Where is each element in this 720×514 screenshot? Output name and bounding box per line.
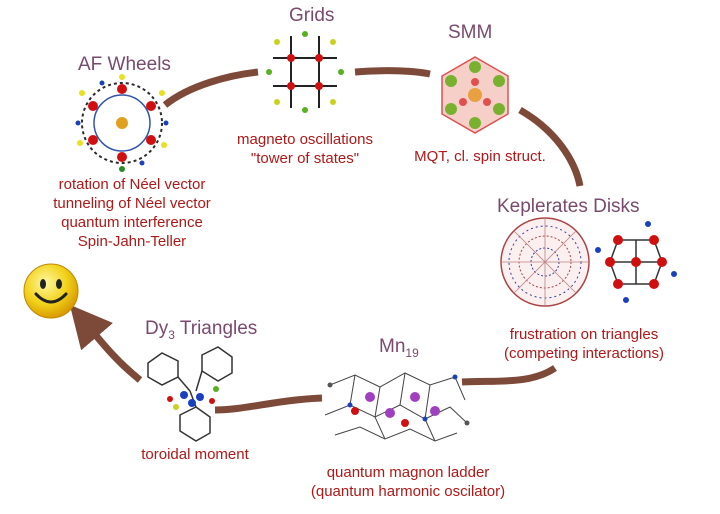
smm-description: MQT, cl. spin struct. (400, 147, 560, 166)
arc-kepl-mn19 (461, 365, 557, 386)
dy3-title-sub: 3 (168, 327, 175, 342)
af-wheels-line-4: Spin-Jahn-Teller (77, 233, 187, 250)
af-wheels-line-2: tunneling of Néel vector (53, 195, 211, 212)
smm-title: SMM (448, 22, 493, 43)
af-wheels-line-1: rotation of Néel vector (58, 176, 206, 193)
dy3-title-base: Dy (145, 318, 169, 339)
smiley-face-icon (22, 262, 80, 320)
disk-molecule-image (595, 221, 677, 303)
af-wheels-line-3: quantum interference (61, 214, 203, 231)
keplerates-title: Keplerates Disks (497, 196, 640, 217)
arrow-dy3-smiley (69, 304, 143, 383)
grids-title: Grids (289, 5, 335, 26)
dy3-line-1: toroidal moment (141, 446, 249, 463)
af-wheel-molecule-image (75, 74, 169, 172)
af-wheels-title: AF Wheels (78, 54, 171, 75)
mn19-line-1: quantum magnon ladder (326, 464, 490, 481)
arc-grids-smm (354, 67, 431, 78)
arc-smm-kepl (518, 106, 584, 187)
arc-af-grids (162, 68, 259, 108)
smm-molecule-image (441, 56, 509, 134)
keplerate-molecule-image (500, 217, 590, 307)
mn19-title-sub: 19 (405, 345, 419, 360)
grids-line-1: magneto oscillations (237, 131, 373, 148)
dy3-molecule-image (147, 346, 233, 442)
grid-molecule-image (266, 31, 344, 113)
arc-mn19-dy3 (214, 394, 323, 414)
smm-line-1: MQT, cl. spin struct. (414, 148, 546, 165)
grids-description: magneto oscillations "tower of states" (210, 130, 400, 168)
keplerates-line-2: (competing interactions) (503, 345, 665, 362)
keplerates-description: frustration on triangles (competing inte… (484, 325, 684, 363)
mn19-title-base: Mn (379, 336, 406, 357)
dy3-title: Dy3 Triangles (145, 318, 257, 342)
grids-line-2: "tower of states" (250, 150, 360, 167)
mn19-title: Mn19 (379, 336, 419, 360)
dy3-title-rest: Triangles (174, 318, 258, 339)
keplerates-line-1: frustration on triangles (509, 326, 659, 343)
af-wheels-description: rotation of Néel vector tunneling of Née… (12, 175, 252, 251)
mn19-molecule-image (324, 372, 470, 442)
mn19-line-2: (quantum harmonic oscilator) (310, 483, 506, 500)
dy3-description: toroidal moment (125, 445, 265, 464)
mn19-description: quantum magnon ladder (quantum harmonic … (298, 463, 518, 501)
